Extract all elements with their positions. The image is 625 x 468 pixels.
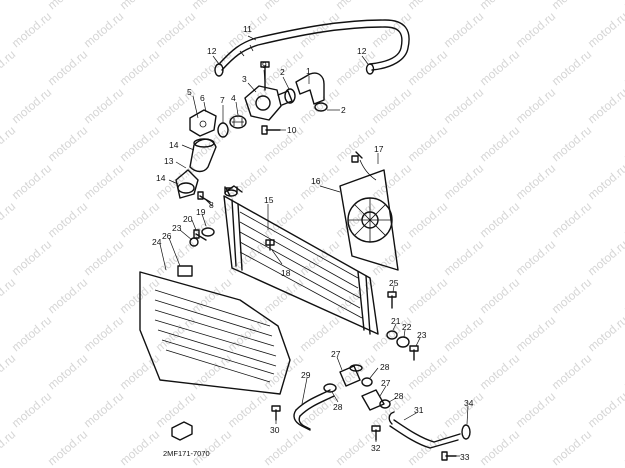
callout-30: 30 <box>270 425 280 435</box>
callout-22: 22 <box>402 322 412 332</box>
coolant-hose-lower-left <box>175 169 199 199</box>
clamp-28c <box>379 399 391 409</box>
callout-16: 16 <box>311 176 321 186</box>
callout-17: 17 <box>374 144 384 154</box>
mount-damper-19 <box>201 227 215 237</box>
o-ring-34 <box>461 424 471 440</box>
radiator <box>223 185 379 335</box>
callout-34: 34 <box>464 398 474 408</box>
callout-26: 26 <box>162 231 172 241</box>
radiator-shroud <box>139 271 291 395</box>
callout-14-top: 14 <box>169 140 179 150</box>
callout-1: 1 <box>306 66 311 76</box>
callout-25: 25 <box>389 278 399 288</box>
bolt-33 <box>441 451 457 461</box>
callout-9: 9 <box>262 60 267 70</box>
callout-14-bottom: 14 <box>156 173 166 183</box>
clamp-28b <box>361 377 373 387</box>
callout-12-left: 12 <box>207 46 217 56</box>
thermostat-cover <box>244 85 293 121</box>
lower-hose-a <box>339 364 363 387</box>
thermostat <box>229 115 247 129</box>
callout-23-right: 23 <box>417 330 427 340</box>
callout-3: 3 <box>242 74 247 84</box>
mount-bolt-20 <box>193 229 207 241</box>
hose-clamp-outlet-a <box>284 88 296 104</box>
callout-28-upper: 28 <box>380 362 390 372</box>
callout-29: 29 <box>301 370 311 380</box>
fan-lead-connector <box>351 151 377 181</box>
callout-2-right: 2 <box>341 105 346 115</box>
callout-4: 4 <box>231 93 236 103</box>
callout-19: 19 <box>196 207 206 217</box>
housing-bolt <box>261 125 281 135</box>
callout-31: 31 <box>414 405 424 415</box>
callout-7: 7 <box>220 95 225 105</box>
mount-bolt-8 <box>197 191 211 203</box>
radiator-bolt-18 <box>265 239 275 251</box>
water-pipe <box>388 411 461 449</box>
bolt-25 <box>387 291 397 309</box>
shroud-grommet <box>177 265 193 277</box>
radiator-inlet <box>224 186 238 197</box>
hose-clamp-right <box>365 63 375 75</box>
callout-5: 5 <box>187 87 192 97</box>
thermostat-bracket <box>189 109 217 137</box>
callout-33: 33 <box>460 452 470 462</box>
mount-collar-23 <box>189 237 199 247</box>
callout-32: 32 <box>371 443 381 453</box>
callout-8: 8 <box>209 200 214 210</box>
clamp-28a <box>323 383 337 393</box>
callout-12-right: 12 <box>357 46 367 56</box>
callout-28-lower: 28 <box>333 402 343 412</box>
o-ring <box>217 122 229 138</box>
callout-20: 20 <box>183 214 193 224</box>
callouts: 11 12 12 9 3 2 1 5 6 7 4 2 10 14 13 14 1… <box>152 24 474 462</box>
callout-24: 24 <box>152 237 162 247</box>
callout-27-lower: 27 <box>381 378 391 388</box>
outlet-hose <box>295 72 325 105</box>
callout-15: 15 <box>264 195 274 205</box>
callout-21: 21 <box>391 316 401 326</box>
callout-28-right: 28 <box>394 391 404 401</box>
bolt-23 <box>409 345 419 361</box>
callout-10: 10 <box>287 125 297 135</box>
lower-hose-b <box>361 389 385 411</box>
coolant-hose-upper-left <box>189 138 217 173</box>
callout-11: 11 <box>243 24 252 34</box>
leader-lines <box>159 35 469 457</box>
callout-13: 13 <box>164 156 174 166</box>
callout-23-left: 23 <box>172 223 182 233</box>
cooling-fan <box>339 169 399 271</box>
callout-6: 6 <box>200 93 205 103</box>
callout-27-upper: 27 <box>331 349 341 359</box>
callout-18: 18 <box>281 268 291 278</box>
small-bracket <box>171 421 193 441</box>
upper-hose <box>219 19 410 71</box>
pipe-29 <box>293 389 335 431</box>
cover-bolt <box>260 61 270 91</box>
collar-21 <box>386 330 398 340</box>
damper-22 <box>396 336 410 348</box>
reference-code: 2MF171-7070 <box>163 449 210 458</box>
callout-2-top: 2 <box>280 67 285 77</box>
hose-clamp-outlet-b <box>314 102 328 112</box>
